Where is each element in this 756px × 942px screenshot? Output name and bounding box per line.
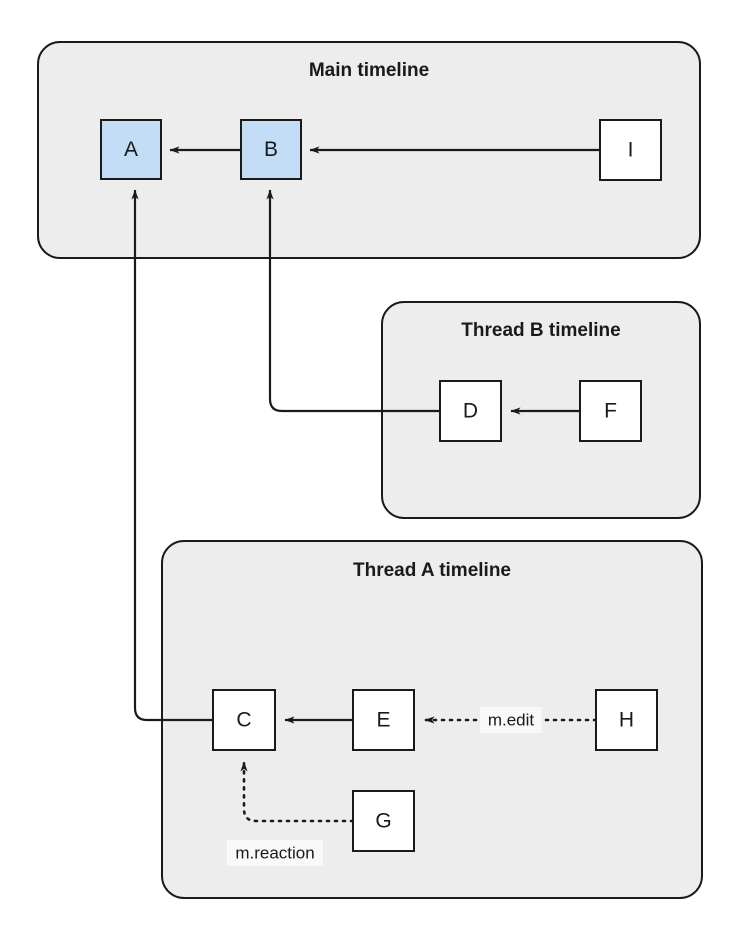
event-node-D[interactable]: D bbox=[439, 380, 502, 442]
event-box-I[interactable] bbox=[599, 119, 662, 181]
edge-label-text-H-to-E: m.edit bbox=[488, 710, 535, 729]
edge-label-text-G-to-C: m.reaction bbox=[235, 843, 314, 862]
group-title-main: Main timeline bbox=[309, 60, 429, 81]
event-box-F[interactable] bbox=[579, 380, 642, 442]
event-edges bbox=[131, 146, 600, 823]
edge-labels: m.edit m.reaction bbox=[227, 707, 542, 866]
event-box-G[interactable] bbox=[352, 790, 415, 852]
event-box-D[interactable] bbox=[439, 380, 502, 442]
edge-G-to-C bbox=[240, 760, 355, 823]
event-nodes: A B I D F C E H G bbox=[100, 119, 662, 852]
edge-label-background-G-to-C bbox=[227, 840, 323, 866]
event-node-F[interactable]: F bbox=[579, 380, 642, 442]
event-node-G[interactable]: G bbox=[352, 790, 415, 852]
event-node-B[interactable]: B bbox=[240, 119, 302, 180]
event-label-D: D bbox=[463, 400, 478, 423]
event-node-C[interactable]: C bbox=[212, 689, 276, 751]
event-label-F: F bbox=[604, 400, 617, 423]
edge-D-to-B bbox=[266, 189, 440, 413]
event-node-I[interactable]: I bbox=[599, 119, 662, 181]
group-title-thread-b: Thread B timeline bbox=[461, 320, 620, 341]
event-box-B[interactable] bbox=[240, 119, 302, 180]
event-node-A[interactable]: A bbox=[100, 119, 162, 180]
event-label-H: H bbox=[619, 709, 634, 732]
edge-label-background-H-to-E bbox=[480, 707, 542, 733]
event-box-H[interactable] bbox=[595, 689, 658, 751]
event-box-E[interactable] bbox=[352, 689, 415, 751]
edge-C-to-A bbox=[131, 189, 213, 722]
event-label-C: C bbox=[236, 709, 251, 732]
event-label-I: I bbox=[628, 139, 634, 162]
event-label-B: B bbox=[264, 138, 278, 161]
event-node-E[interactable]: E bbox=[352, 689, 415, 751]
group-title-thread-a: Thread A timeline bbox=[353, 560, 511, 581]
event-box-A[interactable] bbox=[100, 119, 162, 180]
edge-label-G-to-C: m.reaction bbox=[227, 840, 323, 866]
event-node-H[interactable]: H bbox=[595, 689, 658, 751]
edge-label-H-to-E: m.edit bbox=[480, 707, 542, 733]
event-label-G: G bbox=[375, 810, 391, 833]
event-box-C[interactable] bbox=[212, 689, 276, 751]
event-label-A: A bbox=[124, 138, 138, 161]
event-label-E: E bbox=[376, 709, 390, 732]
